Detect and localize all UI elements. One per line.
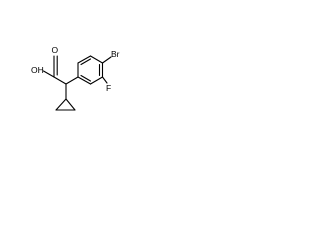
ring-bond-3 — [89, 55, 104, 64]
ring-bond-2 — [77, 55, 92, 64]
bond-ring-bromine — [101, 56, 112, 64]
carbonyl-oxygen-label: O — [52, 45, 59, 55]
bromine-label: Br — [111, 49, 120, 59]
bond-alpha-c-aryl — [65, 76, 79, 85]
bond-cyclopropyl-1 — [55, 98, 67, 111]
bond-cyclopropyl-2 — [65, 98, 76, 111]
structure-diagram: OH O Br F — [31, 45, 120, 111]
ring-double-bond-c — [80, 74, 92, 82]
cyclopropyl-group — [55, 83, 76, 111]
bond-ring-fluorine — [101, 76, 108, 84]
bond-cooh-c-oh — [42, 70, 55, 78]
ring-bond-6 — [77, 76, 92, 85]
carboxylic-acid-group — [42, 55, 67, 85]
bond-alpha-c-cooh-c — [53, 76, 67, 85]
benzene-ring — [77, 55, 104, 85]
fluorine-label: F — [106, 83, 111, 93]
ring-bond-5 — [89, 76, 104, 85]
hydroxyl-label: OH — [31, 65, 44, 75]
ring-double-bond-a — [80, 58, 92, 66]
